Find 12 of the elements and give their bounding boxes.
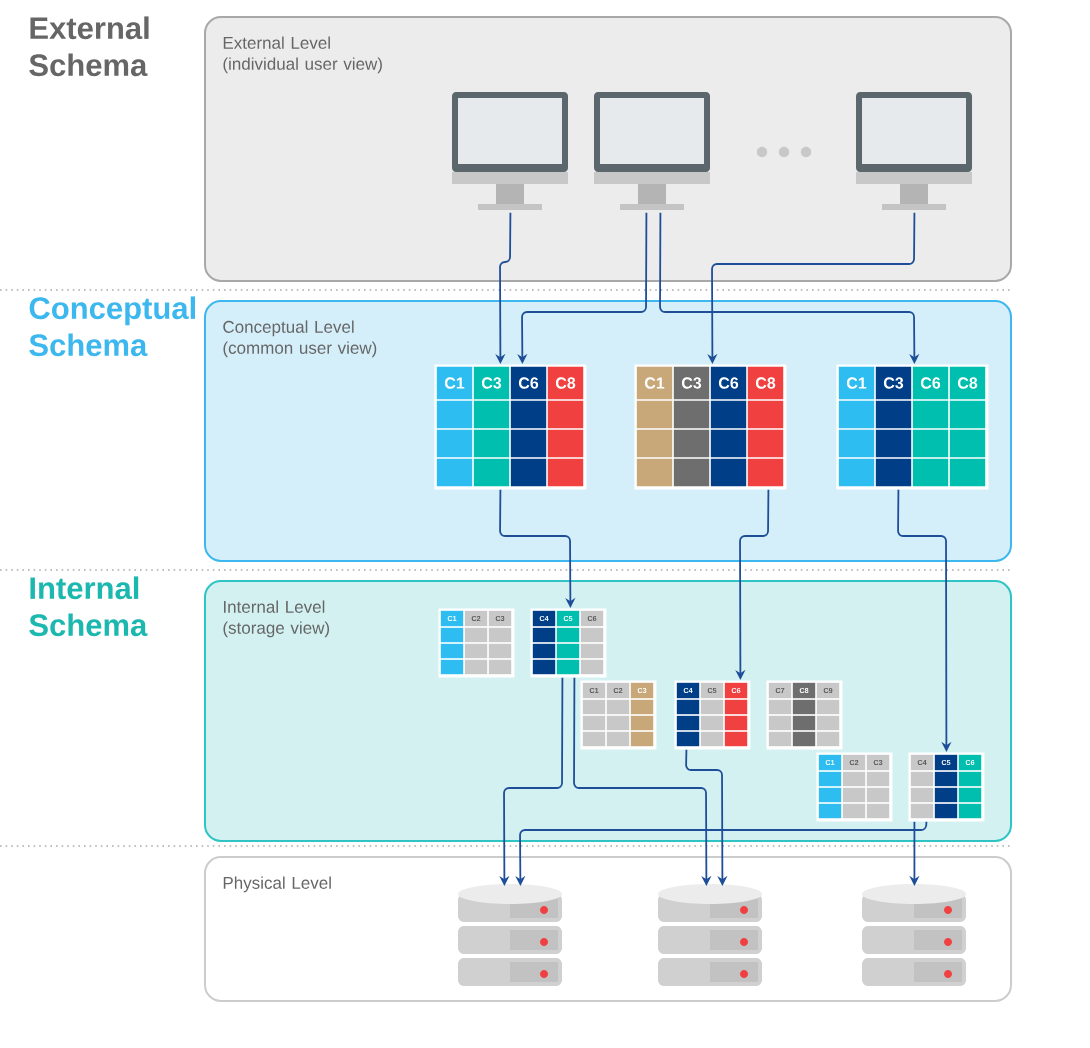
monitor-drawing: [856, 92, 972, 210]
data-table: C1 C3 C6 C8: [836, 364, 989, 490]
monitor-drawing: [452, 92, 568, 210]
database-drawing: [862, 884, 966, 986]
database-drawing: [458, 884, 562, 986]
monitor-drawing: [594, 92, 710, 210]
data-table: C1 C3 C6 C8: [434, 364, 587, 490]
data-table: C1 C3 C6 C8: [634, 364, 787, 490]
schema-label: External Schema: [29, 16, 149, 77]
database-drawing: [658, 884, 762, 986]
schema-label: Conceptual Schema: [29, 296, 195, 357]
schema-label: Internal Schema: [29, 576, 148, 637]
